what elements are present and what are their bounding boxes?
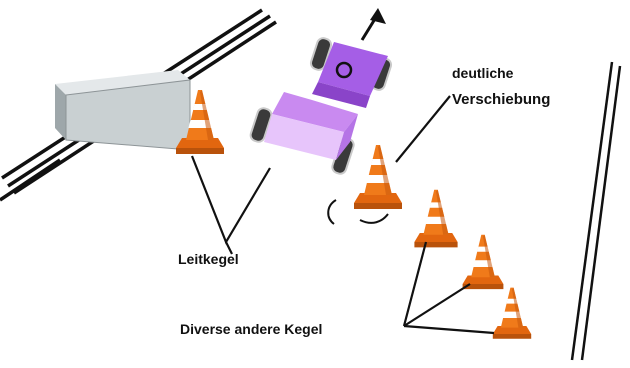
road-edge-lines [570, 61, 622, 361]
label-displacement-line2: Verschiebung [452, 91, 551, 108]
leader-lines [190, 95, 495, 335]
displaced-cone [327, 145, 402, 225]
barrier-block [55, 70, 191, 151]
label-other-cones: Diverse andere Kegel [180, 321, 323, 337]
other-cones [414, 189, 532, 339]
car [249, 8, 393, 175]
direction-arrow-icon [370, 8, 386, 24]
label-displacement-line1: deutliche [452, 65, 514, 81]
label-guide-cone: Leitkegel [178, 251, 239, 267]
